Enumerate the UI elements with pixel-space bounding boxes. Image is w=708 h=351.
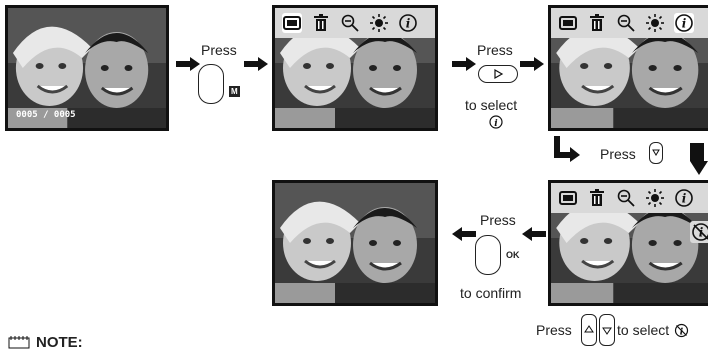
press-label: Press bbox=[536, 322, 572, 338]
info-icon: i bbox=[398, 13, 418, 33]
arrow-turn-icon bbox=[554, 136, 580, 162]
press-label: Press bbox=[480, 212, 516, 228]
info-off-icon: i bbox=[674, 323, 689, 338]
brightness-icon bbox=[645, 13, 665, 33]
trash-icon bbox=[587, 188, 607, 208]
photo bbox=[275, 183, 435, 303]
brightness-icon bbox=[369, 13, 389, 33]
image-counter: 0005 / 0005 bbox=[16, 110, 76, 120]
menu-bar: i bbox=[551, 8, 708, 38]
arrow-left-icon bbox=[522, 227, 546, 241]
arrow-right-icon bbox=[452, 57, 476, 71]
to-select-label: to select bbox=[465, 97, 518, 113]
display-mode-icon bbox=[558, 13, 578, 33]
ok-key-label: OK bbox=[506, 250, 520, 260]
svg-text:i: i bbox=[494, 119, 498, 129]
zoom-out-icon bbox=[616, 13, 636, 33]
up-button-diagram bbox=[581, 314, 597, 346]
info-icon: i bbox=[674, 13, 694, 33]
arrow-right-icon bbox=[244, 57, 268, 71]
display-mode-icon bbox=[558, 188, 578, 208]
screen-info-selected: i bbox=[548, 5, 708, 131]
zoom-out-icon bbox=[616, 188, 636, 208]
press-label: Press bbox=[477, 42, 513, 58]
press-label: Press bbox=[201, 42, 237, 58]
arrow-right-icon bbox=[176, 57, 200, 71]
arrow-down-icon bbox=[690, 143, 708, 175]
ok-button-diagram bbox=[475, 235, 501, 275]
info-icon: i bbox=[489, 115, 503, 129]
svg-text:i: i bbox=[682, 17, 687, 31]
trash-icon bbox=[587, 13, 607, 33]
note-icon bbox=[8, 336, 30, 349]
screen-playback: 0005 / 0005 bbox=[5, 5, 169, 131]
arrow-left-icon bbox=[452, 227, 476, 241]
menu-key-label: M bbox=[229, 86, 240, 97]
to-select-label: to select bbox=[617, 322, 670, 338]
menu-button-diagram bbox=[198, 64, 224, 104]
menu-bar: i bbox=[275, 8, 435, 38]
screen-menu: i bbox=[272, 5, 438, 131]
down-button-diagram bbox=[599, 314, 615, 346]
arrow-right-icon bbox=[520, 57, 544, 71]
note-title: NOTE: bbox=[36, 334, 83, 351]
to-confirm-label: to confirm bbox=[460, 285, 522, 301]
brightness-icon bbox=[645, 188, 665, 208]
trash-icon bbox=[311, 13, 331, 33]
info-off-icon: i bbox=[690, 221, 708, 243]
svg-text:i: i bbox=[406, 17, 411, 31]
info-icon: i bbox=[674, 188, 694, 208]
screen-info-off: i i bbox=[548, 180, 708, 306]
display-mode-icon bbox=[282, 13, 302, 33]
svg-text:i: i bbox=[682, 192, 687, 206]
right-button-diagram bbox=[478, 65, 518, 83]
down-button-diagram bbox=[649, 142, 663, 164]
svg-text:i: i bbox=[680, 328, 684, 338]
screen-result bbox=[272, 180, 438, 306]
press-label: Press bbox=[600, 146, 636, 162]
menu-bar: i bbox=[551, 183, 708, 213]
zoom-out-icon bbox=[340, 13, 360, 33]
